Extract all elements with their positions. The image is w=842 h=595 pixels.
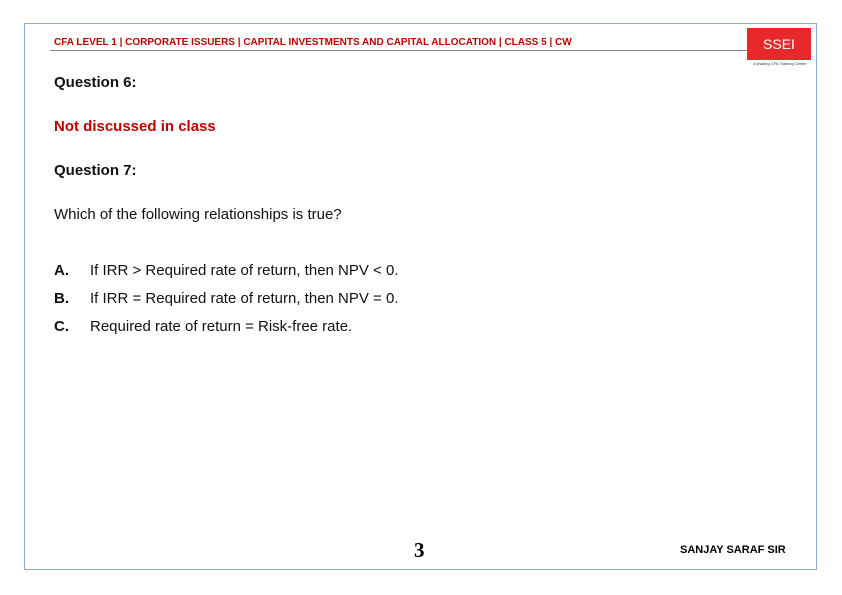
option-letter: A. [54, 262, 69, 279]
option-c: C. Required rate of return = Risk-free ra… [54, 318, 352, 335]
page-number: 3 [414, 538, 425, 562]
header-title: CFA LEVEL 1 | CORPORATE ISSUERS | CAPITA… [54, 37, 572, 48]
option-b: B. If IRR = Required rate of return, then… [54, 290, 399, 307]
option-text: If IRR = Required rate of return, then N… [90, 290, 399, 307]
option-a: A. If IRR > Required rate of return, then… [54, 262, 399, 279]
logo-tagline: A leading CFA Training Center [753, 61, 807, 66]
question-7-heading: Question 7: [54, 162, 137, 179]
option-letter: B. [54, 290, 69, 307]
ssei-logo: SSEI [747, 28, 811, 60]
page-border [24, 23, 817, 570]
question-7-text: Which of the following relationships is … [54, 206, 342, 223]
header-divider [50, 50, 747, 51]
author: SANJAY SARAF SIR [680, 544, 786, 556]
option-text: If IRR > Required rate of return, then N… [90, 262, 399, 279]
question-6-heading: Question 6: [54, 74, 137, 91]
question-6-note: Not discussed in class [54, 118, 216, 135]
option-letter: C. [54, 318, 69, 335]
option-text: Required rate of return = Risk-free rate… [90, 318, 353, 335]
